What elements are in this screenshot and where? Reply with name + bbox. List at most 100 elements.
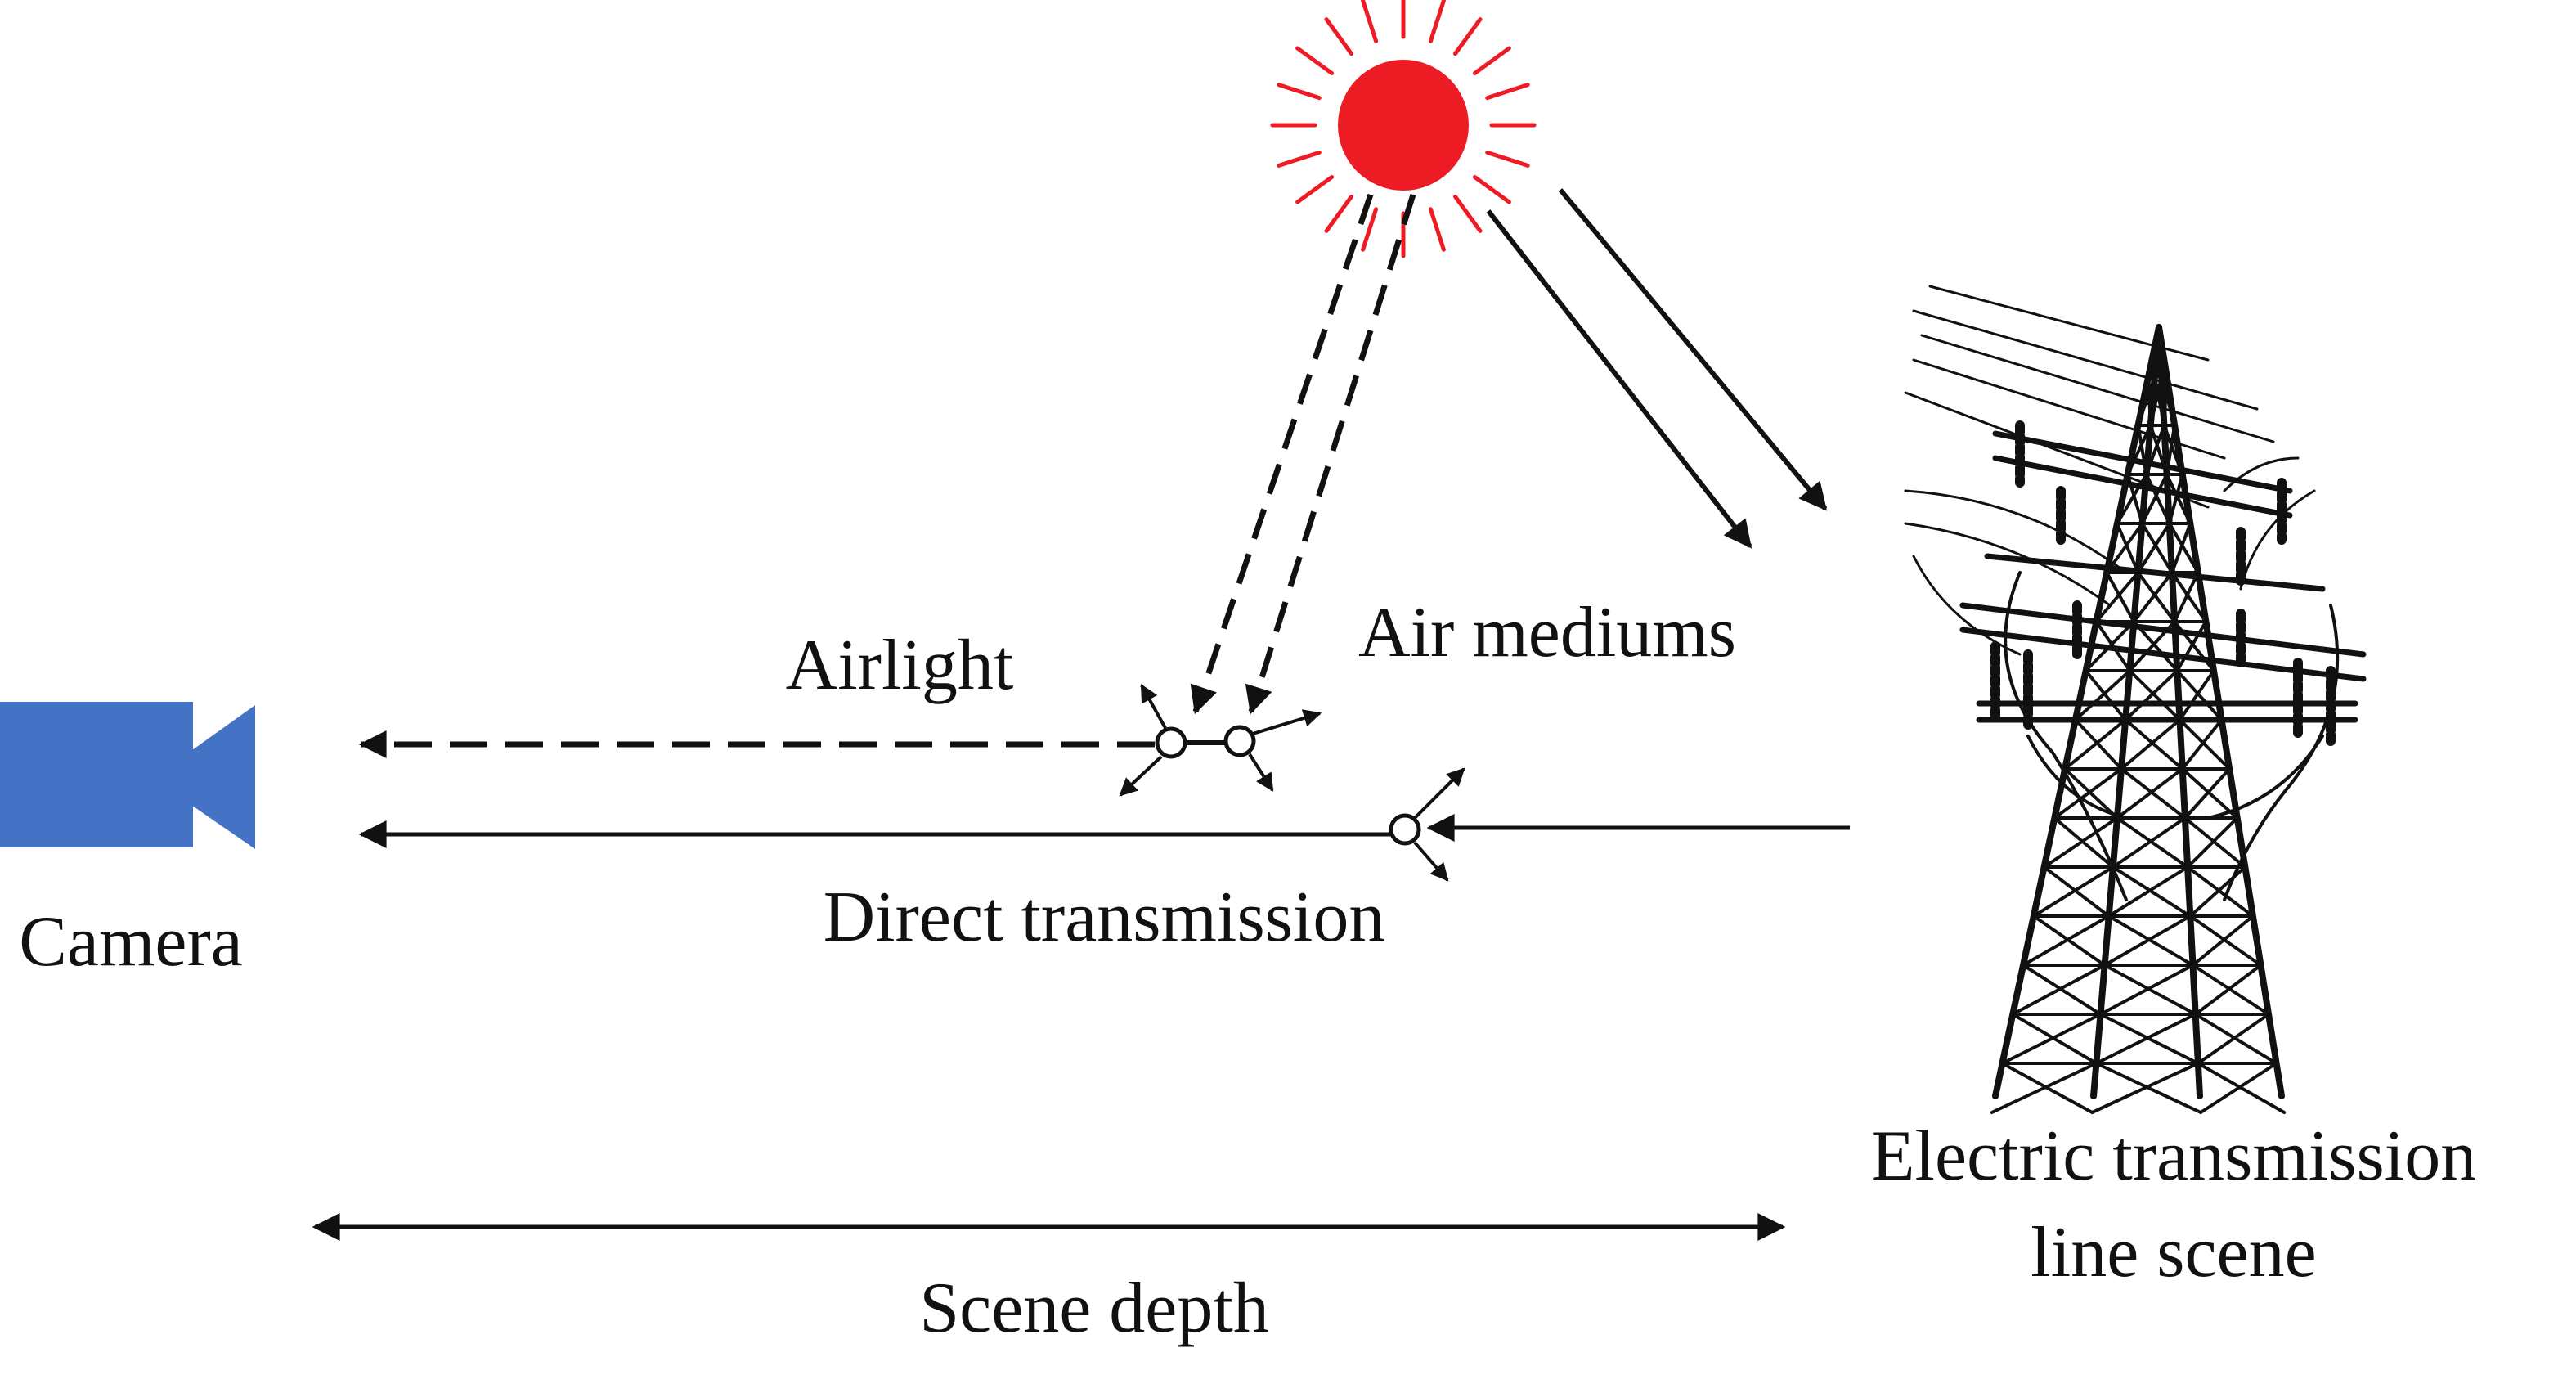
lattice-brace [2144, 473, 2171, 525]
sun-ray [1453, 17, 1483, 56]
lattice-brace [2115, 522, 2140, 574]
lattice-brace [2132, 571, 2174, 623]
lattice-brace [2107, 865, 2190, 918]
lattice-brace [2125, 424, 2152, 476]
lattice-brace [2111, 816, 2187, 869]
lattice-brace [2180, 718, 2224, 771]
lattice-brace [2105, 522, 2144, 574]
sun-ray [1428, 0, 1446, 43]
lattice-brace [2191, 914, 2255, 967]
lattice-brace [2136, 424, 2148, 476]
sun-ray [1361, 207, 1379, 252]
sun-ray [1485, 83, 1530, 101]
lattice-brace [2120, 767, 2187, 820]
lattice-brace [2175, 620, 2208, 672]
lattice-brace [2193, 964, 2263, 1016]
lattice-brace [2180, 767, 2239, 820]
lattice-brace [2115, 767, 2184, 820]
sun-ray [1472, 175, 1511, 204]
lattice-brace [2000, 1013, 2103, 1065]
lattice-brace [2094, 1013, 2197, 1065]
scene-label-line1: Electric transmission [1871, 1117, 2476, 1196]
lattice-brace [2140, 522, 2174, 574]
lattice-brace [1990, 1062, 2098, 1114]
tower-lattice [1990, 375, 2287, 1114]
scene-label-line2: line scene [2031, 1213, 2316, 1292]
lattice-brace [2148, 375, 2164, 427]
lattice-brace [2183, 816, 2247, 869]
lattice-brace [2105, 571, 2136, 623]
lattice-brace [2188, 914, 2263, 967]
insulators [1990, 420, 2336, 749]
lattice-brace [2063, 718, 2128, 771]
lattice-brace [2031, 865, 2115, 918]
transmission-tower-icon [1904, 285, 2367, 1114]
lattice-brace [2162, 375, 2169, 427]
lattice-brace [2094, 571, 2140, 623]
lattice-brace [2186, 865, 2255, 918]
camera-label: Camera [19, 902, 243, 982]
lattice-brace [2090, 1062, 2200, 1114]
lattice-brace [2136, 522, 2171, 574]
lattice-brace [2053, 767, 2123, 820]
airlight-incident-rays [1190, 193, 1416, 715]
sun-ray [1428, 207, 1446, 252]
lattice-brace [2120, 718, 2182, 771]
lattice-brace [2175, 669, 2224, 721]
lattice-brace [2183, 767, 2232, 820]
lattice-brace [2170, 522, 2192, 574]
lattice-brace [2124, 669, 2179, 721]
lattice-brace [2165, 473, 2192, 525]
lattice-brace [2115, 816, 2190, 869]
lattice-brace [2140, 473, 2169, 525]
lattice-brace [2178, 669, 2215, 721]
lattice-brace [2042, 816, 2119, 869]
lattice-brace [2147, 375, 2152, 427]
lattice-brace [2042, 865, 2111, 918]
sun-ray [1277, 83, 1322, 101]
lattice-brace [2124, 718, 2184, 771]
sun-ray [1324, 17, 1353, 56]
lattice-brace [2073, 718, 2123, 771]
lattice-brace [2160, 375, 2177, 427]
lattice-brace [2152, 375, 2166, 427]
air-mediums-label: Air mediums [1358, 593, 1736, 672]
lattice-brace [2128, 669, 2182, 721]
sun-ray [1324, 194, 1353, 233]
direct-transmission-label: Direct transmission [824, 878, 1385, 957]
lattice-brace [2178, 718, 2232, 771]
sun-ray [1472, 46, 1511, 75]
lattice-brace [2196, 1013, 2270, 1065]
video-camera-icon [0, 702, 255, 849]
lattice-brace [2136, 375, 2156, 427]
lattice-brace [2136, 571, 2177, 623]
sun-ray [1361, 0, 1379, 43]
sun-ray [1485, 150, 1530, 168]
lattice-brace [2053, 816, 2115, 869]
air-particle-1 [1119, 684, 1187, 797]
lattice-brace [2103, 914, 2192, 967]
air-particle-3 [1389, 767, 1465, 882]
lattice-brace [2084, 669, 2128, 721]
lattice-brace [2098, 964, 2195, 1016]
lattice-brace [2115, 473, 2148, 525]
air-particle-2 [1223, 709, 1322, 792]
lattice-brace [2167, 522, 2200, 574]
sun-ray [1453, 194, 1483, 233]
lattice-brace [2167, 473, 2184, 525]
lattice-brace [2022, 914, 2111, 967]
lattice-brace [2073, 669, 2132, 721]
lattice-brace [2111, 865, 2192, 918]
sunlight-to-scene-rays [1486, 188, 1828, 549]
lattice-brace [2063, 767, 2119, 820]
lattice-brace [2107, 914, 2195, 967]
scene-depth-label: Scene depth [919, 1269, 1269, 1348]
lattice-brace [2199, 1062, 2278, 1114]
sun-ray [1295, 175, 1335, 204]
airlight-label: Airlight [786, 626, 1014, 705]
lattice-brace [2186, 816, 2239, 869]
lattice-brace [2170, 571, 2208, 623]
lattice-brace [2162, 424, 2184, 476]
sun-ray [1277, 150, 1322, 168]
